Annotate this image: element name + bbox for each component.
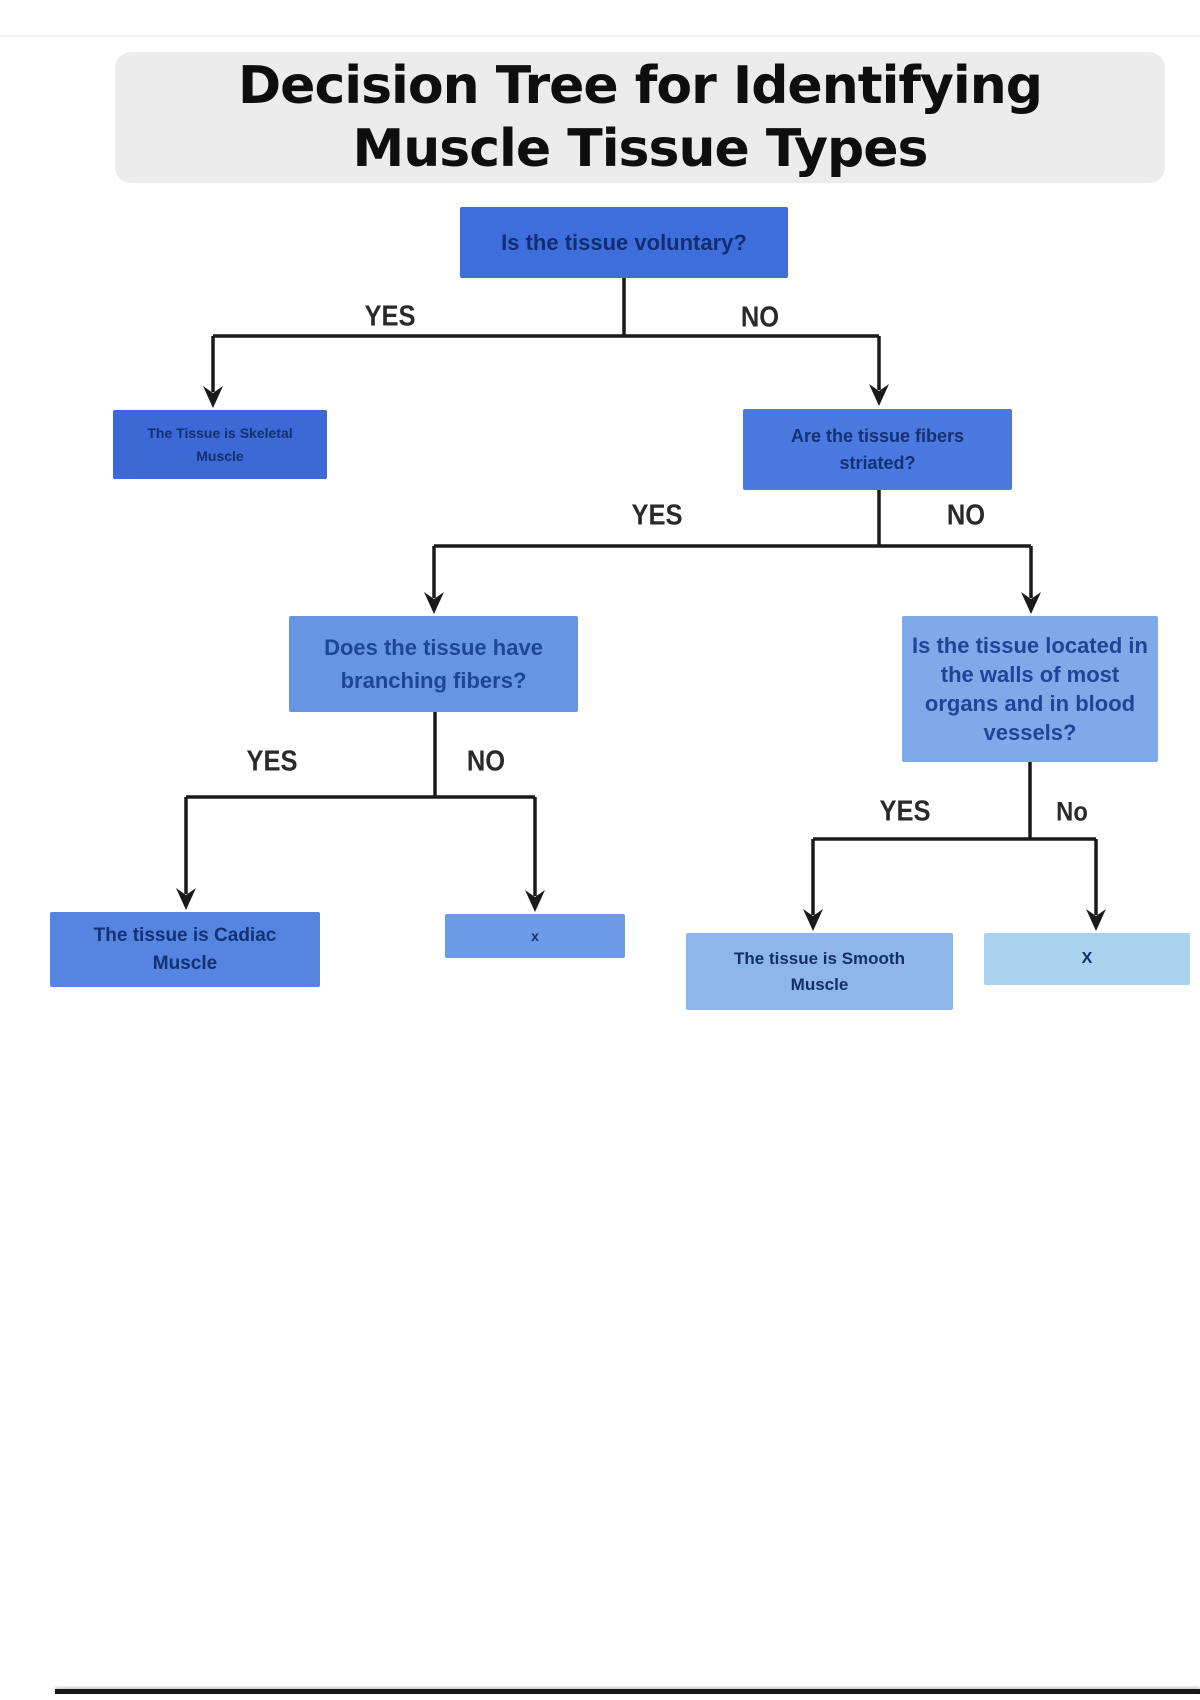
node-smooth-result: The tissue is Smooth Muscle <box>686 933 953 1010</box>
edge-label-voluntary-yes: YES <box>364 300 416 333</box>
page-title-line-1: Decision Tree for Identifying <box>238 55 1043 116</box>
edge-label-walls-yes: YES <box>879 795 931 828</box>
node-walls-question: Is the tissue located in the walls of mo… <box>902 616 1158 762</box>
node-striated-question: Are the tissue fibers striated? <box>743 409 1012 490</box>
node-x-right-result: X <box>984 933 1190 985</box>
edge-label-voluntary-no: NO <box>740 301 780 334</box>
arrowhead <box>869 384 889 406</box>
edge-label-striated-yes: YES <box>631 499 683 532</box>
top-seam-line <box>0 35 1200 37</box>
node-cardiac-result: The tissue is Cadiac Muscle <box>50 912 320 987</box>
edge-label-walls-no: No <box>1056 796 1088 827</box>
title-box: Decision Tree for Identifying Muscle Tis… <box>115 52 1165 183</box>
edge-label-branching-no: NO <box>466 745 506 778</box>
arrowhead <box>803 909 823 931</box>
page-title-line-2: Muscle Tissue Types <box>352 118 929 179</box>
edge-label-branching-yes: YES <box>246 745 298 778</box>
arrowhead <box>424 592 444 614</box>
arrowhead <box>1086 909 1106 931</box>
node-x-left-result: x <box>445 914 625 958</box>
bottom-rule <box>55 1689 1200 1694</box>
arrowhead <box>176 888 196 910</box>
node-skeletal-result: The Tissue is Skeletal Muscle <box>113 410 327 479</box>
node-voluntary-question: Is the tissue voluntary? <box>460 207 788 278</box>
arrowhead <box>1021 592 1041 614</box>
edge-label-striated-no: NO <box>946 499 986 532</box>
arrowhead <box>203 386 223 408</box>
arrowhead <box>525 890 545 912</box>
node-branching-question: Does the tissue have branching fibers? <box>289 616 578 712</box>
